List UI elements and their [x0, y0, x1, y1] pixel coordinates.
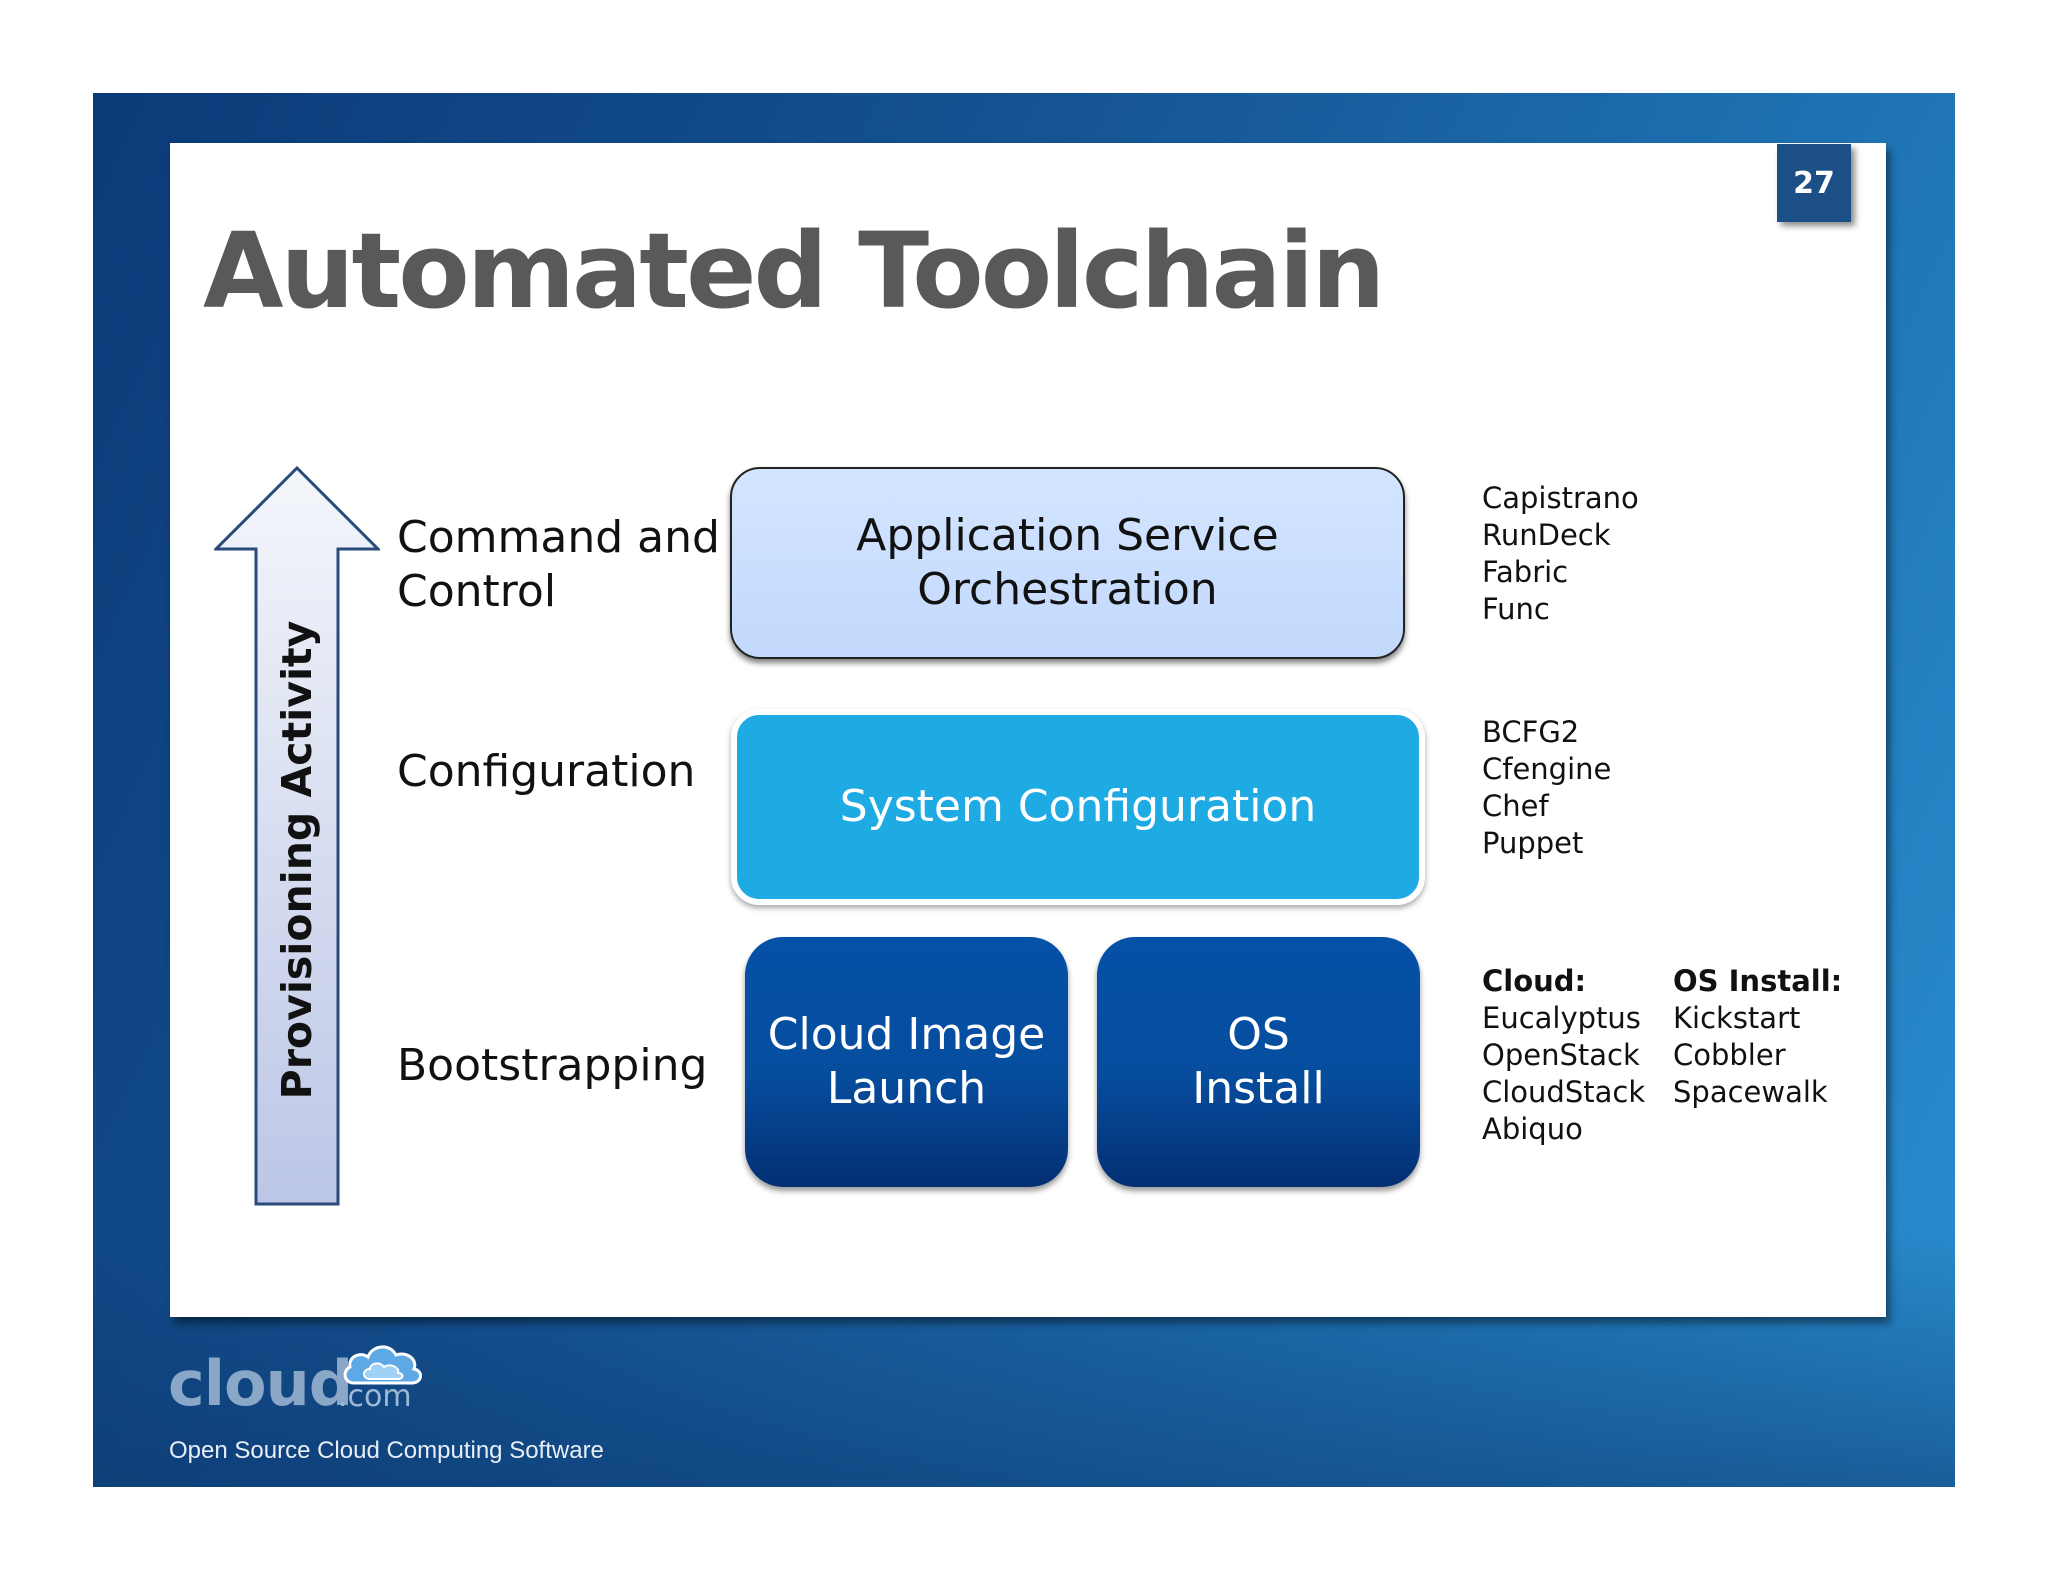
layer-label-configuration: Configuration [397, 746, 696, 797]
system-configuration-box: System Configuration [731, 709, 1425, 905]
page-number-badge: 27 [1777, 144, 1851, 222]
list-item: OpenStack [1482, 1038, 1640, 1072]
list-item: RunDeck [1482, 518, 1611, 552]
logo-wordmark: cloud [168, 1347, 353, 1420]
list-item: CloudStack [1482, 1075, 1646, 1109]
list-item: Kickstart [1673, 1001, 1801, 1035]
os-install-tools-list: OS Install: Kickstart Cobbler Spacewalk [1673, 963, 1842, 1111]
cloud-tools-list: Cloud: Eucalyptus OpenStack CloudStack A… [1482, 963, 1645, 1148]
footer-tagline: Open Source Cloud Computing Software [169, 1437, 604, 1464]
application-service-orchestration-box: Application Service Orchestration [730, 467, 1405, 659]
cloud-image-launch-label: Cloud Image Launch [767, 1009, 1046, 1114]
list-item: Cobbler [1673, 1038, 1786, 1072]
command-control-tools-list: Capistrano RunDeck Fabric Func [1482, 480, 1639, 628]
system-configuration-label: System Configuration [839, 781, 1317, 832]
layer-label-command-control: Command and Control [397, 512, 720, 617]
list-item: Abiquo [1482, 1112, 1583, 1146]
list-item: Eucalyptus [1482, 1001, 1641, 1035]
list-item: Capistrano [1482, 481, 1639, 515]
list-item: Puppet [1482, 826, 1584, 860]
cloud-tools-heading: Cloud: [1482, 964, 1587, 998]
os-install-box: OS Install [1097, 937, 1420, 1187]
list-item: Spacewalk [1673, 1075, 1828, 1109]
list-item: Chef [1482, 789, 1549, 823]
cloud-icon [343, 1345, 422, 1385]
logo-suffix: .com [338, 1379, 412, 1414]
configuration-tools-list: BCFG2 Cfengine Chef Puppet [1482, 714, 1611, 862]
provisioning-activity-label: Provisioning Activity [273, 620, 321, 1100]
os-install-tools-heading: OS Install: [1673, 964, 1843, 998]
slide-title: Automated Toolchain [203, 210, 1385, 332]
cloud-image-launch-box: Cloud Image Launch [745, 937, 1068, 1187]
application-service-orchestration-label: Application Service Orchestration [856, 510, 1279, 615]
list-item: Cfengine [1482, 752, 1612, 786]
list-item: BCFG2 [1482, 715, 1580, 749]
layer-label-bootstrapping: Bootstrapping [397, 1040, 708, 1091]
list-item: Fabric [1482, 555, 1569, 589]
list-item: Func [1482, 592, 1550, 626]
up-arrow-icon [214, 466, 380, 1206]
os-install-label: OS Install [1192, 1009, 1325, 1114]
